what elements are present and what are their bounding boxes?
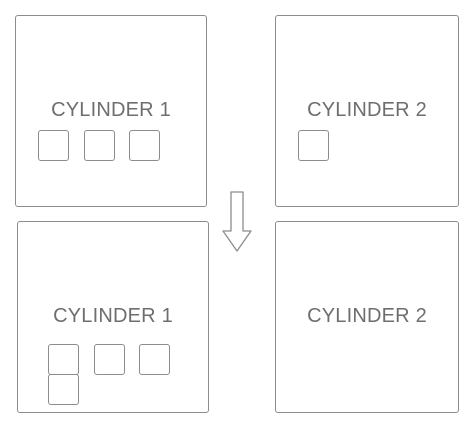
cylinder-1-before-item-3 [129, 130, 160, 161]
cylinder-1-after-label: CYLINDER 1 [53, 305, 173, 327]
cylinder-2-after-label: CYLINDER 2 [307, 305, 427, 327]
cylinder-2-before-item-1 [298, 130, 329, 161]
cylinder-1-before-item-1 [38, 130, 69, 161]
cylinder-1-after-item-4 [139, 344, 170, 375]
cylinder-1-before-panel: CYLINDER 1 [15, 15, 207, 207]
cylinder-2-before-label: CYLINDER 2 [307, 99, 427, 121]
cylinder-2-after-panel: CYLINDER 2 [275, 221, 459, 413]
cylinder-1-after-item-3 [94, 344, 125, 375]
cylinder-1-after-item-1 [48, 344, 79, 375]
cylinder-2-before-panel: CYLINDER 2 [275, 15, 459, 207]
cylinder-1-after-panel: CYLINDER 1 [17, 221, 209, 413]
cylinder-1-after-item-2 [48, 374, 79, 405]
cylinder-1-before-item-2 [84, 130, 115, 161]
down-arrow-icon [222, 191, 252, 252]
cylinder-1-before-label: CYLINDER 1 [51, 99, 171, 121]
